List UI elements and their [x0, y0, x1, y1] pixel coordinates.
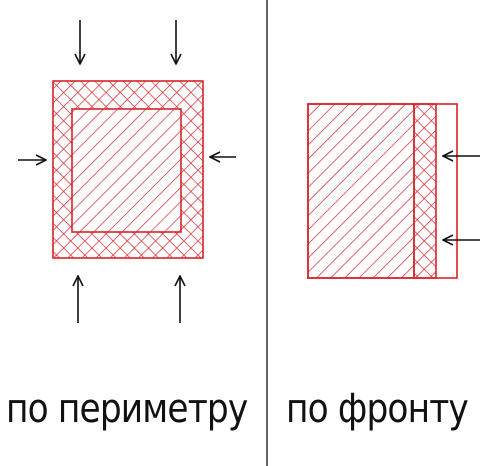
perimeter-inner-hatch [71, 108, 182, 233]
caption-perimeter: по периметру [6, 386, 248, 432]
front-panel [307, 103, 480, 279]
front-diagonal-hatch [307, 103, 415, 279]
perimeter-panel [18, 20, 236, 323]
front-crosshatch-strip [413, 103, 437, 279]
caption-front: по фронту [286, 386, 469, 432]
